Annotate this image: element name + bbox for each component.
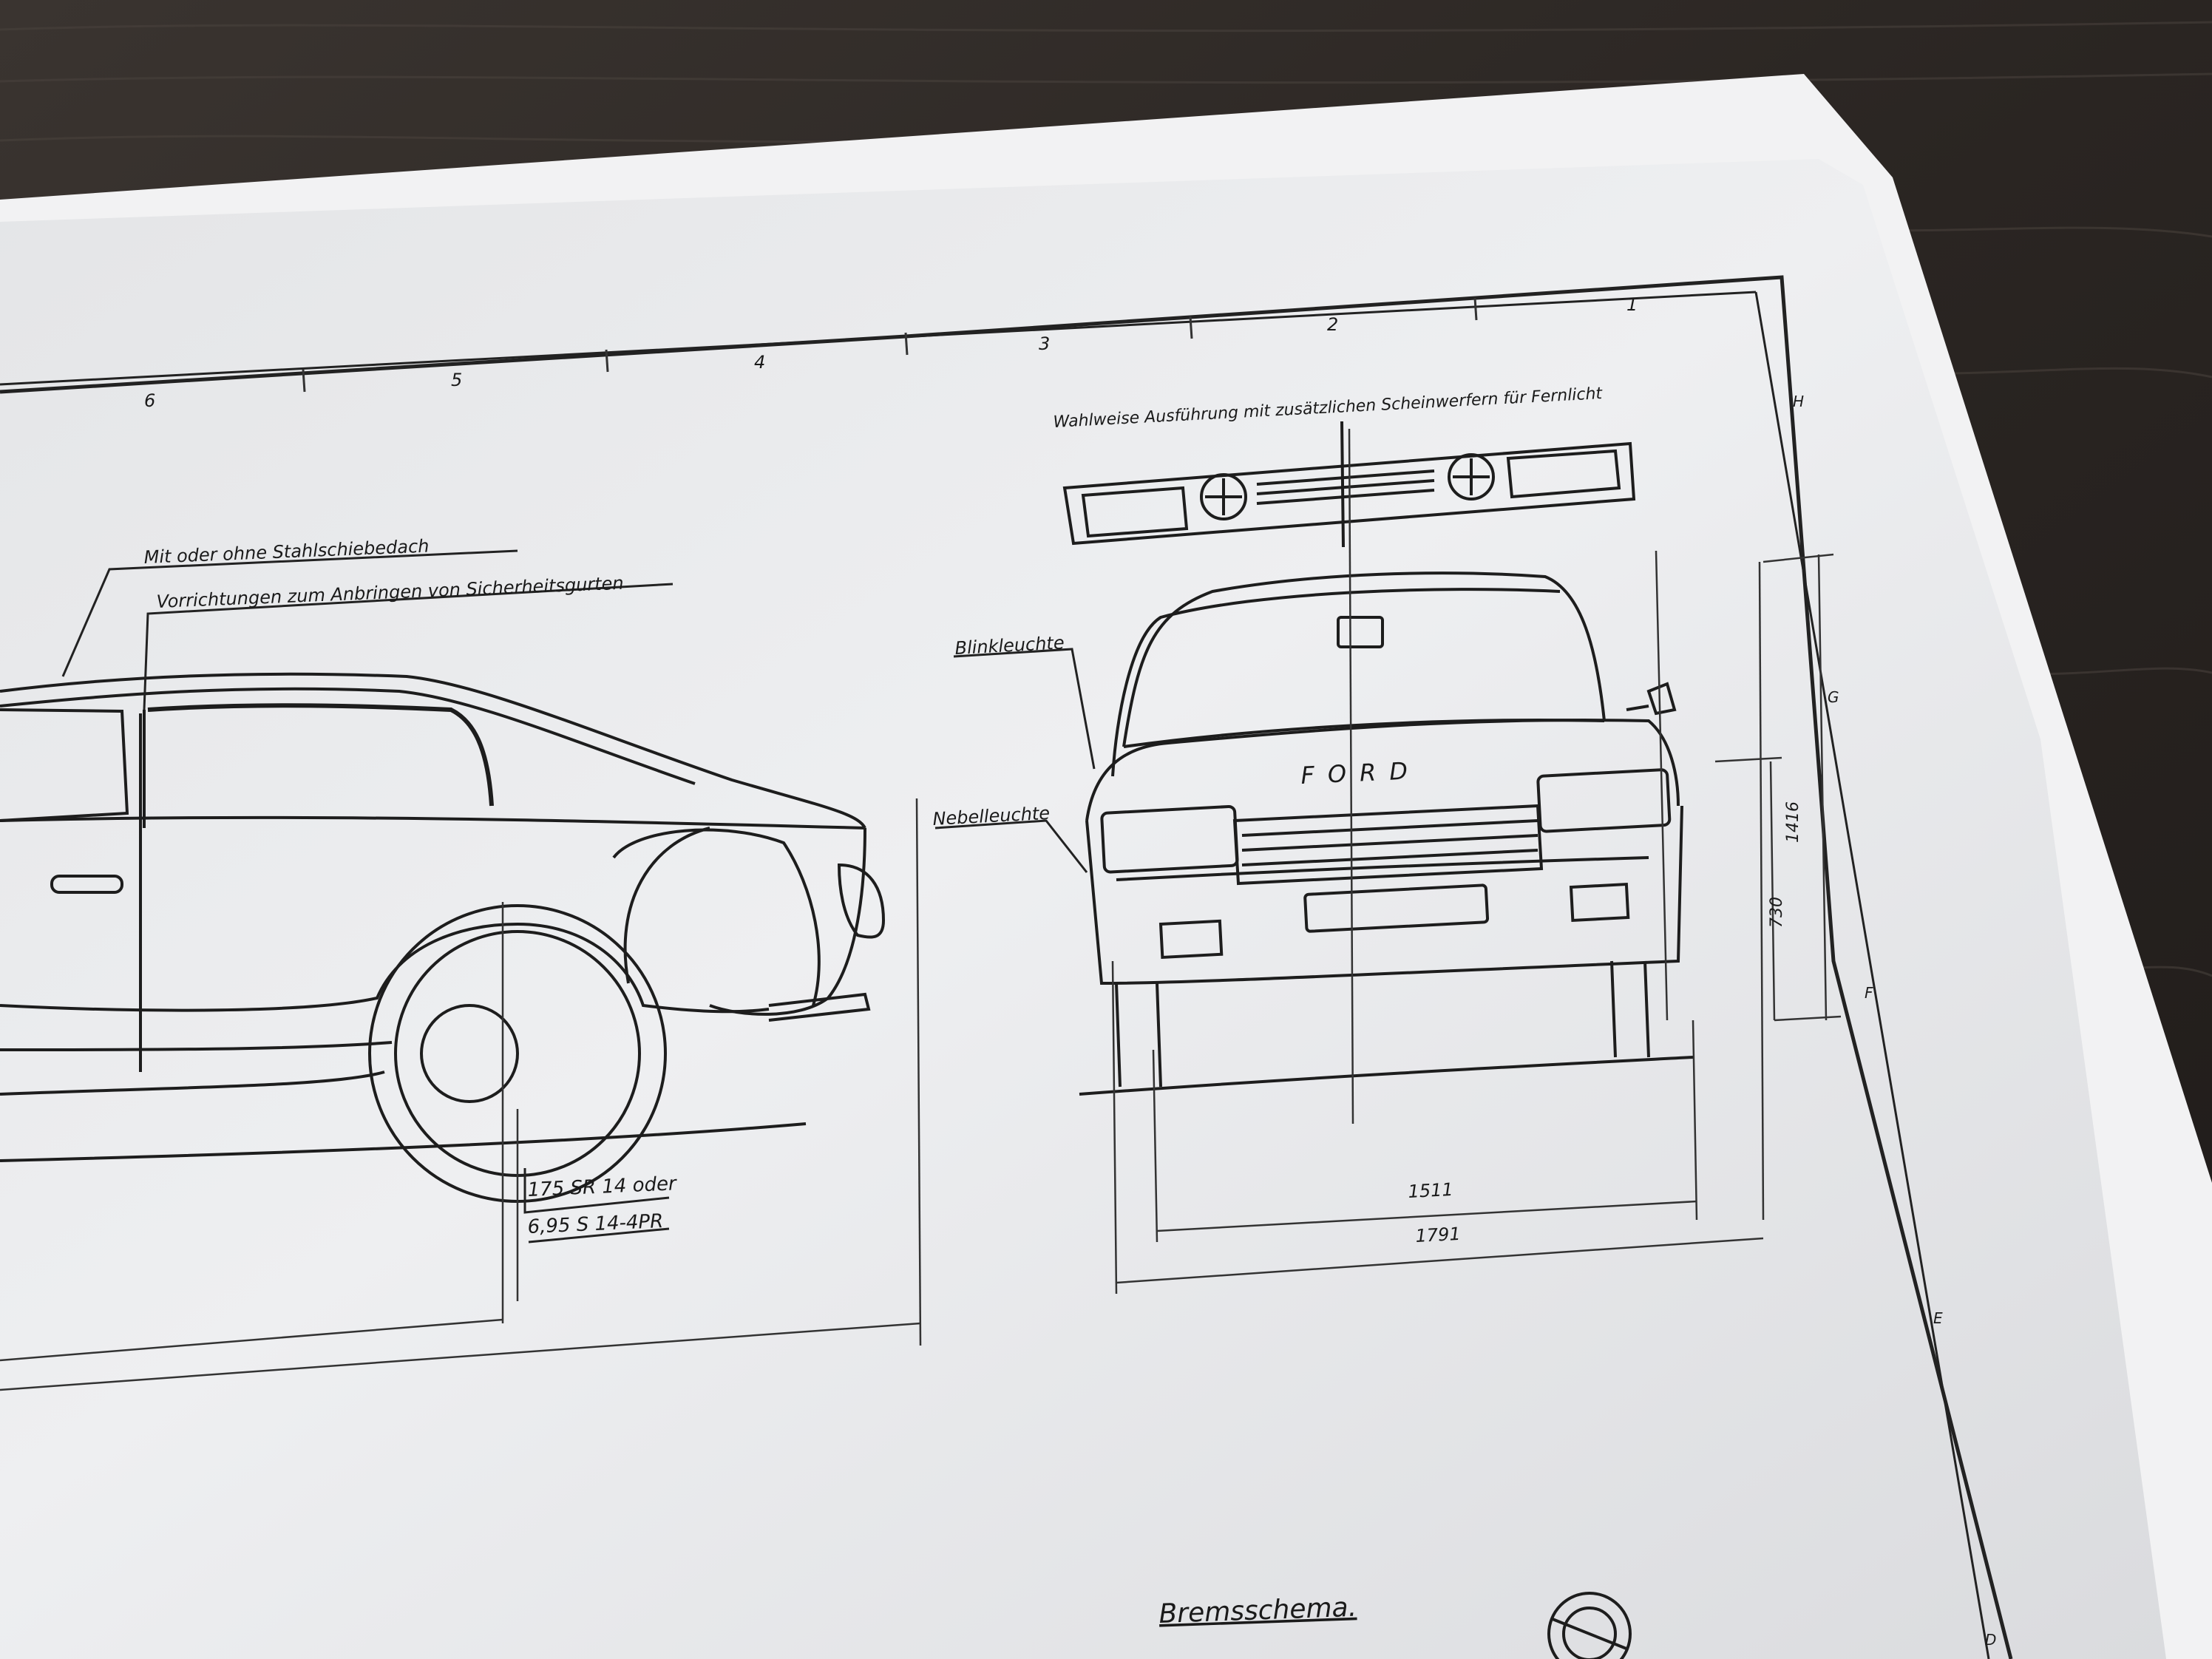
grid-row-d: D: [1985, 1631, 1996, 1649]
dim-width: 1791: [1415, 1224, 1461, 1246]
grid-row-g: G: [1828, 688, 1839, 706]
dim-track: 1511: [1408, 1179, 1453, 1202]
grid-col-1: 1: [1626, 294, 1638, 315]
front-view-car: [1079, 571, 1694, 1096]
optional-grille-drawing: [1062, 421, 1636, 548]
paper-sheet: [0, 159, 2166, 1659]
dim-light-height: 730: [1768, 897, 1786, 928]
brake-drawing: [1547, 1592, 1632, 1659]
dim-height: 1416: [1784, 801, 1802, 843]
side-view-car: [0, 672, 886, 1203]
grid-col-3: 3: [1039, 333, 1050, 354]
side-view-leaders: [61, 549, 674, 1244]
grid-row-h: H: [1793, 393, 1804, 410]
grid-col-4: 4: [754, 352, 765, 373]
side-view-dimensions: [0, 798, 922, 1391]
front-view-dimensions: [1111, 428, 1842, 1295]
drawing-frame: [0, 275, 2013, 1659]
grid-col-6: 6: [144, 390, 155, 411]
grid-ticks: [302, 297, 1478, 393]
grid-col-5: 5: [451, 370, 462, 390]
label-brake-schema: Bremsschema.: [1158, 1592, 1357, 1629]
grid-row-e: E: [1933, 1309, 1943, 1327]
grid-row-f: F: [1865, 984, 1873, 1002]
front-badge: FORD: [1300, 756, 1422, 790]
grid-col-2: 2: [1327, 314, 1338, 335]
front-view-leaders: [934, 648, 1096, 873]
